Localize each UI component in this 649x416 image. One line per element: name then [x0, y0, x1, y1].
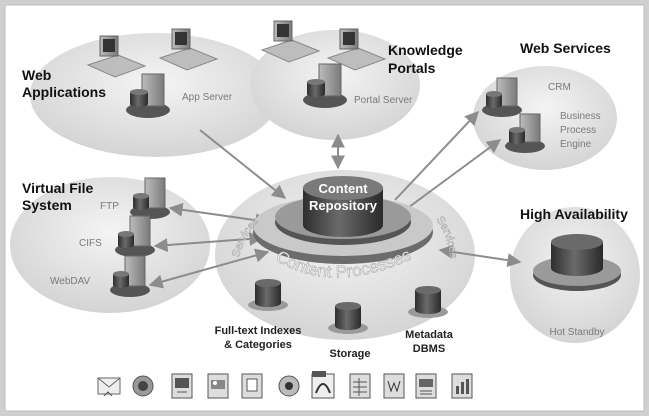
screen-2 [175, 32, 187, 45]
portal-desk-1 [260, 39, 321, 63]
arrow-ftp [168, 202, 270, 228]
portal-screen-1 [277, 24, 289, 37]
repository-cylinder-top [303, 176, 383, 200]
virtual-file-system-title-line2: System [22, 197, 72, 213]
pdf-icon [311, 371, 335, 399]
standby-cylinder [551, 242, 603, 276]
webdav-server-tower [124, 255, 146, 287]
repository-label-line2: Repository [309, 198, 378, 213]
bpe-server-cylinder-top [509, 127, 525, 133]
fulltext-label-line1: Full-text Indexes [215, 325, 302, 337]
web-page-icon [132, 375, 154, 397]
arrow-web-services-bpe [404, 139, 502, 211]
word-doc-icon [383, 373, 405, 399]
arrow-cifs [153, 231, 264, 253]
portal-server-cylinder [307, 82, 325, 97]
app-server-cylinder [130, 92, 148, 107]
ftp-server-cylinder [133, 196, 149, 210]
metadata-label-line2: DBMS [413, 343, 445, 355]
text-doc-icon [241, 373, 263, 399]
screen-1 [103, 39, 115, 52]
bpe-server-icon [505, 113, 545, 153]
crm-label: CRM [548, 82, 571, 93]
bpe-server-cylinder [509, 130, 525, 144]
arrow-web-services-crm [394, 110, 479, 201]
knowledge-portals-title-line1: Knowledge [388, 42, 463, 58]
crm-server-cylinder-top [486, 91, 502, 97]
webdav-server-cylinder-top [113, 271, 129, 277]
arrow-webdav [148, 248, 270, 289]
storage-label: Storage [330, 348, 371, 360]
desk-1 [86, 54, 147, 78]
web-applications-title-line1: Web [22, 67, 51, 83]
high-availability-title: High Availability [520, 206, 628, 222]
cifs-server-tower [129, 215, 151, 247]
repository-label-line1: Content [318, 181, 368, 196]
portal-server-label: Portal Server [354, 95, 413, 106]
webdav-label: WebDAV [50, 276, 91, 287]
slides-icon [415, 373, 437, 399]
bpe-label-line3: Engine [560, 139, 592, 150]
file-type-icons [97, 371, 473, 399]
ftp-label: FTP [100, 201, 119, 212]
media-icon [278, 375, 300, 397]
portal-desk-2 [326, 47, 387, 71]
cifs-server-cylinder-top [118, 231, 134, 237]
storage-store [328, 302, 368, 334]
portal-workstation-2 [326, 28, 387, 71]
storage-store-cylinder [335, 306, 361, 330]
fulltext-label-line2: & Categories [224, 339, 292, 351]
cifs-label: CIFS [79, 238, 102, 249]
content-repository-stack: Content Repository [253, 176, 433, 264]
arrow-web-apps [199, 129, 287, 199]
virtual-file-system-title-line1: Virtual File [22, 180, 94, 196]
standby-cylinder-top [551, 234, 603, 250]
ftp-server-cylinder-top [133, 193, 149, 199]
bpe-label-line1: Business [560, 111, 601, 122]
desk-2 [158, 47, 219, 71]
portal-server-icon [303, 63, 347, 108]
hot-standby-label: Hot Standby [549, 327, 604, 338]
app-server-icon [126, 73, 170, 118]
metadata-store-cylinder [415, 290, 441, 314]
bpe-label-line2: Process [560, 125, 596, 136]
ftp-server-tower [144, 177, 166, 209]
image-doc-icon [207, 373, 229, 399]
crm-server-icon [482, 77, 522, 117]
email-icon [97, 377, 121, 397]
webdav-server-cylinder [113, 274, 129, 288]
metadata-label-line1: Metadata [405, 329, 454, 341]
web-applications-title-line2: Applications [22, 84, 106, 100]
web-app-workstation-2 [158, 28, 219, 71]
webdav-server-icon [110, 255, 150, 297]
presentation-icon [171, 373, 193, 399]
spreadsheet-icon [349, 373, 371, 399]
knowledge-portals-title-line2: Portals [388, 60, 436, 76]
fulltext-store-cylinder [255, 283, 281, 307]
fulltext-store-top [255, 279, 281, 287]
metadata-store [408, 286, 448, 318]
app-server-cylinder-top [130, 89, 148, 95]
arrow-high-availability [438, 244, 522, 268]
metadata-store-top [415, 286, 441, 294]
cifs-server-icon [115, 215, 155, 257]
web-services-title: Web Services [520, 40, 611, 56]
portal-server-cylinder-top [307, 79, 325, 85]
crm-server-cylinder [486, 94, 502, 108]
chart-doc-icon [451, 373, 473, 399]
portal-screen-2 [343, 32, 355, 45]
fulltext-index-store [248, 279, 288, 311]
app-server-label: App Server [182, 92, 233, 103]
connection-arrows [148, 110, 522, 289]
portal-workstation-1 [260, 20, 321, 63]
hot-standby-stack [533, 234, 621, 291]
repository-cylinder [303, 188, 383, 237]
storage-store-top [335, 302, 361, 310]
web-app-workstation-1 [86, 35, 147, 78]
cifs-server-cylinder [118, 234, 134, 248]
